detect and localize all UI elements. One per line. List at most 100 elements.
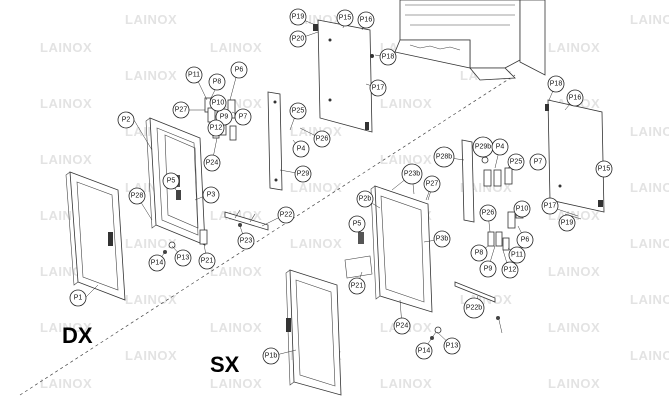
watermark-text: LAINOX	[548, 40, 600, 55]
callout-label: P7	[239, 114, 248, 121]
callout-label: P13	[446, 343, 459, 350]
callout-label: P2b	[359, 196, 372, 203]
watermark-text: LAINOX	[40, 96, 92, 111]
callout-circle	[415, 342, 433, 360]
callout-label: P3	[207, 192, 216, 199]
hinge-bar-dx	[267, 91, 283, 191]
callout-label: P16	[569, 95, 582, 102]
callout-p7: P7	[529, 153, 547, 171]
callout-circle	[289, 102, 307, 120]
watermark-text: LAINOX	[210, 320, 262, 335]
callout-label: P19	[292, 14, 305, 21]
callout-circle	[162, 172, 180, 190]
callout-label: P22b	[466, 305, 482, 312]
callout-p10: P10	[513, 200, 531, 218]
hinge-bar-sx	[461, 139, 475, 223]
callout-label: P16	[360, 17, 373, 24]
callout-circle	[566, 89, 584, 107]
watermark-text: LAINOX	[125, 68, 177, 83]
watermark-text: LAINOX	[380, 376, 432, 391]
watermark-text: LAINOX	[125, 12, 177, 27]
callout-label: P12	[504, 267, 517, 274]
callout-p18: P18	[547, 75, 565, 93]
watermark-text: LAINOX	[40, 152, 92, 167]
callout-label: P9	[484, 266, 493, 273]
callout-p11: P11	[185, 66, 203, 84]
inner-frame-sx	[374, 185, 433, 313]
callout-p10: P10	[209, 94, 227, 112]
door-handle-sx	[286, 318, 291, 332]
callout-circle	[336, 9, 354, 27]
watermark-text: LAINOX	[290, 180, 342, 195]
callout-p27: P27	[172, 101, 190, 119]
callout-p8: P8	[470, 244, 488, 262]
callout-p29b: P29b	[472, 136, 494, 158]
dx-assembly	[65, 91, 283, 301]
callout-label: P2	[122, 117, 131, 124]
callout-circle	[433, 230, 451, 248]
callout-label: P27	[426, 181, 439, 188]
callout-p5: P5	[162, 172, 180, 190]
callout-circle	[209, 94, 227, 112]
callout-label: P25	[292, 108, 305, 115]
callout-label: P3b	[436, 236, 449, 243]
watermark-text: LAINOX	[210, 376, 262, 391]
callout-label: P10	[212, 100, 225, 107]
callout-p19: P19	[558, 214, 576, 232]
callout-circle	[262, 347, 280, 365]
callout-label: P23	[240, 238, 253, 245]
callout-p11: P11	[508, 246, 526, 264]
callout-label: P15	[339, 15, 352, 22]
watermark-text: LAINOX	[630, 348, 669, 363]
watermark-text: LAINOX	[40, 320, 92, 335]
callout-p1: P1	[69, 289, 87, 307]
callout-label: P9	[220, 114, 229, 121]
callout-p15: P15	[595, 160, 613, 178]
callout-p17: P17	[369, 79, 387, 97]
callout-label: P18	[382, 54, 395, 61]
callout-p1b: P1b	[262, 347, 280, 365]
callout-circle	[595, 160, 613, 178]
callout-circle	[356, 190, 374, 208]
callout-label: P11	[511, 252, 523, 259]
callout-p14: P14	[415, 342, 433, 360]
callout-p15: P15	[336, 9, 354, 27]
callout-label: P8	[213, 79, 222, 86]
door-outer-sx	[289, 269, 342, 396]
callout-label: P15	[598, 166, 611, 173]
callout-circle	[443, 337, 461, 355]
callout-label: P23b	[404, 171, 420, 178]
callout-label: P26	[482, 210, 495, 217]
callout-circle	[379, 48, 397, 66]
callout-label: P13	[177, 255, 190, 262]
callout-p13: P13	[443, 337, 461, 355]
callout-circle	[357, 11, 375, 29]
callout-label: P1b	[265, 353, 278, 360]
callout-p23b: P23b	[401, 163, 423, 185]
callout-circle	[558, 214, 576, 232]
callout-circle	[174, 249, 192, 267]
callout-circle	[230, 61, 248, 79]
callout-p18: P18	[379, 48, 397, 66]
back-panel-top	[313, 19, 374, 133]
callout-p16: P16	[566, 89, 584, 107]
callout-label: P25	[510, 159, 523, 166]
callout-label: P24	[396, 323, 409, 330]
callout-circle	[470, 244, 488, 262]
watermark-text: LAINOX	[125, 292, 177, 307]
callout-p26: P26	[313, 130, 331, 148]
callout-label: P5	[167, 178, 176, 185]
callout-p28: P28	[128, 187, 146, 205]
callout-label: P28b	[436, 154, 452, 161]
callout-p8: P8	[208, 73, 226, 91]
callout-p25: P25	[289, 102, 307, 120]
callout-circle	[479, 204, 497, 222]
callout-p26: P26	[479, 204, 497, 222]
oven-body	[394, 0, 546, 81]
callout-circle	[491, 138, 509, 156]
callout-p24: P24	[393, 317, 411, 335]
callout-label: P8	[475, 250, 484, 257]
callout-circle	[541, 197, 559, 215]
callout-label: P26	[316, 136, 329, 143]
